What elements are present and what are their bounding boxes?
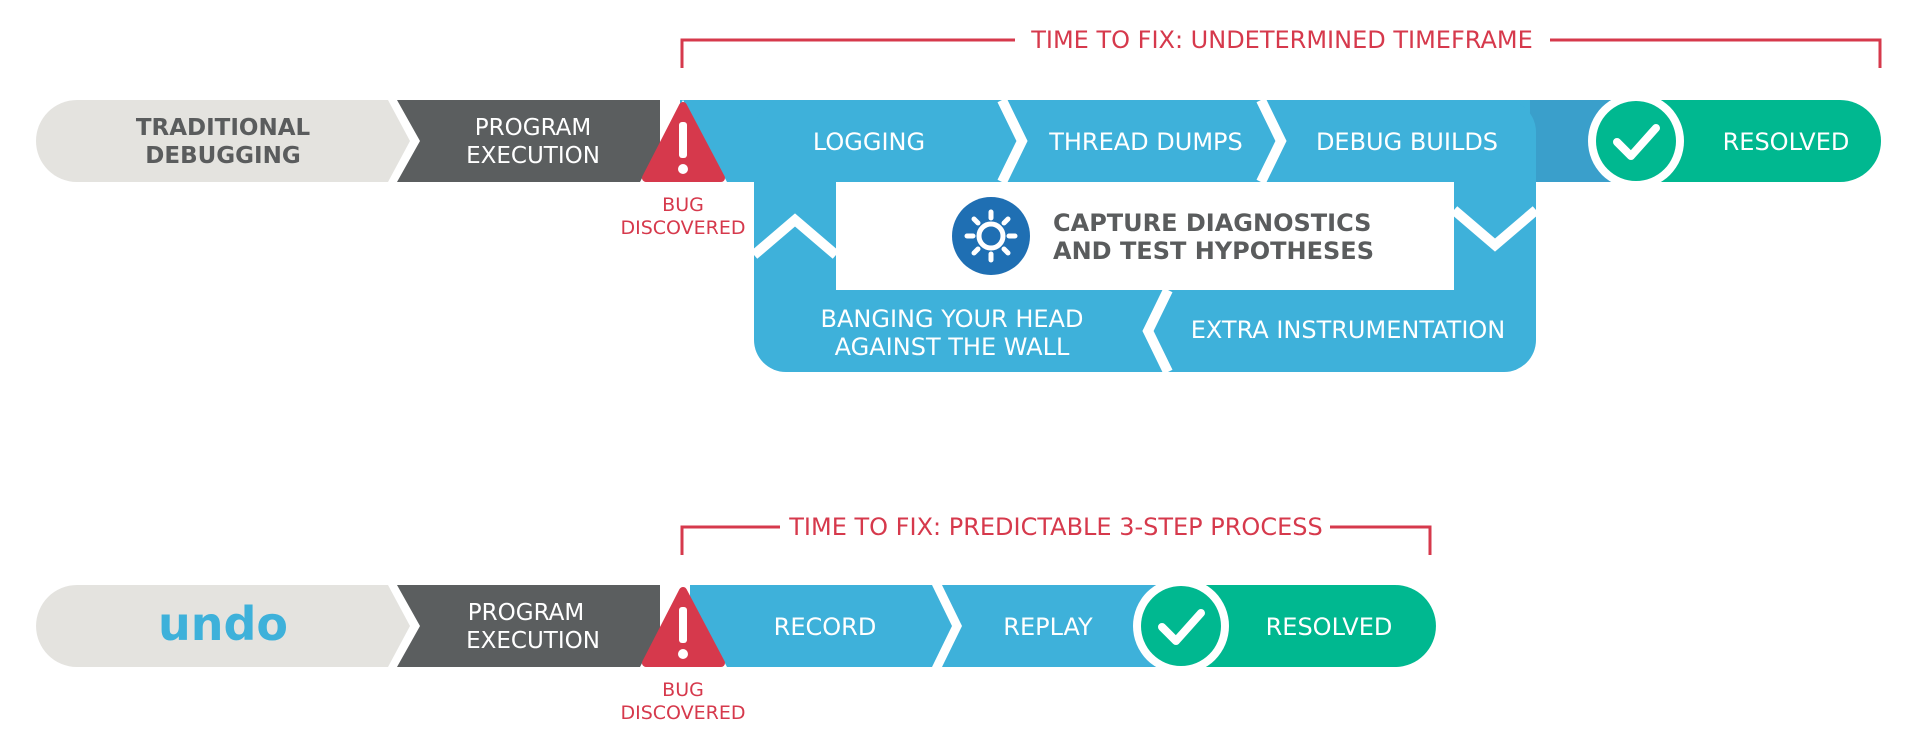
program-execution-line2-bottom: EXECUTION — [466, 628, 600, 654]
step-banging-line1: BANGING YOUR HEAD — [821, 305, 1084, 333]
diagnostics-loop — [750, 97, 1540, 375]
traditional-debugging-chevron — [36, 100, 410, 182]
bug-discovered-line1-top: BUG — [662, 194, 704, 216]
step-thread-dumps: THREAD DUMPS — [1048, 128, 1243, 156]
time-to-fix-label-top: TIME TO FIX: UNDETERMINED TIMEFRAME — [1030, 26, 1533, 54]
bug-discovered-line2-top: DISCOVERED — [620, 217, 745, 239]
undo-logo: undo — [158, 597, 288, 651]
step-record: RECORD — [774, 613, 877, 641]
check-icon — [1588, 93, 1684, 189]
center-box — [836, 182, 1454, 290]
warning-icon — [640, 585, 727, 667]
step-banging-line2: AGAINST THE WALL — [835, 333, 1070, 361]
bug-discovered-line1-bottom: BUG — [662, 679, 704, 701]
step-logging: LOGGING — [813, 128, 925, 156]
time-to-fix-bracket-bottom: TIME TO FIX: PREDICTABLE 3-STEP PROCESS — [680, 513, 1432, 555]
traditional-label-line1: TRADITIONAL — [136, 115, 311, 141]
warning-icon — [640, 100, 727, 182]
replay-chevron — [942, 585, 1180, 667]
program-execution-chevron-bottom — [397, 585, 660, 667]
resolved-label-top: RESOLVED — [1723, 128, 1850, 156]
gear-icon — [952, 197, 1030, 275]
resolved-label-bottom: RESOLVED — [1266, 613, 1393, 641]
undo-flow: TIME TO FIX: PREDICTABLE 3-STEP PROCESS … — [36, 513, 1436, 724]
step-replay: REPLAY — [1003, 613, 1093, 641]
center-label-line1: CAPTURE DIAGNOSTICS — [1053, 209, 1371, 237]
step-extra-instrumentation: EXTRA INSTRUMENTATION — [1191, 316, 1506, 344]
program-execution-line1-top: PROGRAM — [475, 115, 591, 141]
traditional-flow: TIME TO FIX: UNDETERMINED TIMEFRAME TRAD… — [36, 26, 1882, 375]
program-execution-line1-bottom: PROGRAM — [468, 600, 584, 626]
check-icon — [1133, 578, 1229, 674]
time-to-fix-bracket-top: TIME TO FIX: UNDETERMINED TIMEFRAME — [680, 26, 1882, 68]
traditional-label-line2: DEBUGGING — [145, 143, 300, 169]
resolved-pill-bottom — [1180, 585, 1436, 667]
program-execution-line2-top: EXECUTION — [466, 143, 600, 169]
center-label-line2: AND TEST HYPOTHESES — [1053, 237, 1374, 265]
program-execution-chevron-top — [397, 100, 660, 182]
bug-discovered-line2-bottom: DISCOVERED — [620, 702, 745, 724]
time-to-fix-label-bottom: TIME TO FIX: PREDICTABLE 3-STEP PROCESS — [788, 513, 1322, 541]
record-chevron — [690, 585, 952, 667]
step-debug-builds: DEBUG BUILDS — [1316, 128, 1498, 156]
undo-logo-chevron — [36, 585, 410, 667]
resolved-pill-top — [1636, 100, 1881, 182]
